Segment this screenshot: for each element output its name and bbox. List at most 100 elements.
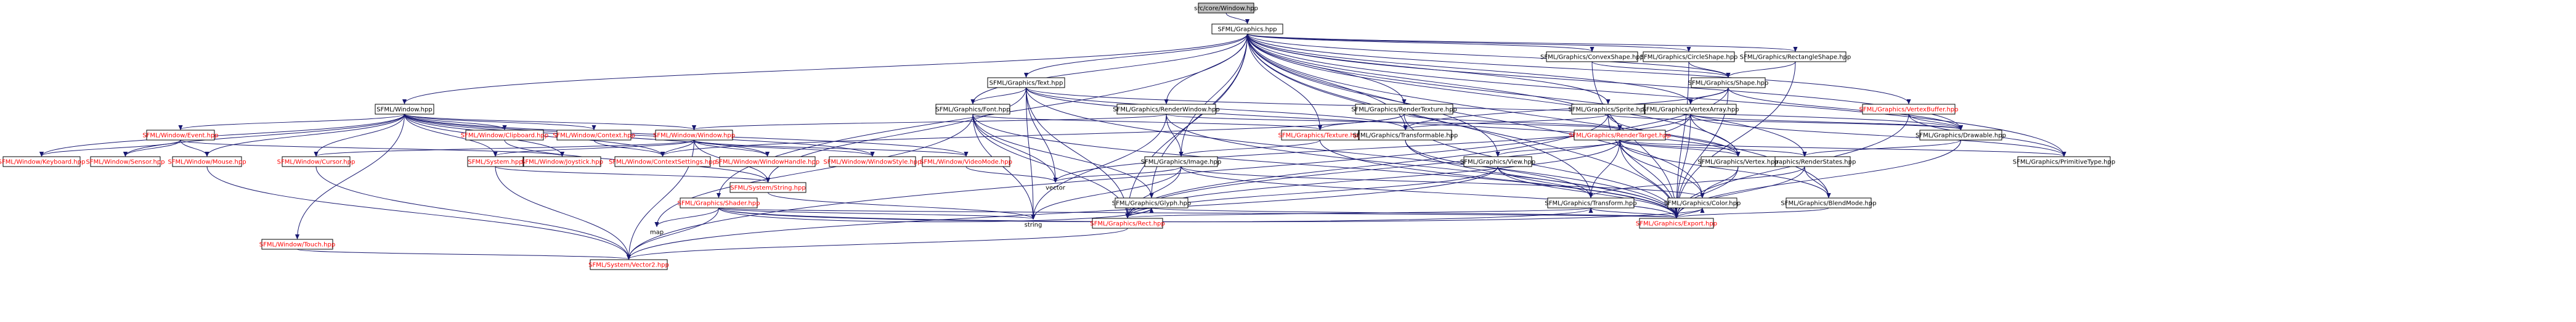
node-blendmode[interactable]: SFML/Graphics/BlendMode.hpp	[1781, 197, 1877, 208]
edge-rendertarget-to-renderstates	[1619, 139, 1805, 156]
node-box	[2, 156, 81, 167]
node-string[interactable]: string	[1025, 222, 1042, 229]
node-label: SFML/System.hpp	[468, 159, 522, 166]
node-text[interactable]: SFML/Graphics/Text.hpp	[987, 77, 1065, 88]
edge-text-to-string	[1026, 87, 1034, 219]
node-sensor[interactable]: SFML/Window/Sensor.hpp	[86, 156, 165, 167]
edge-graphics-to-rectshape	[1247, 33, 1796, 51]
edge-sysstring-to-string	[768, 192, 1034, 219]
node-clipboard[interactable]: SFML/Window/Clipboard.hpp	[461, 130, 548, 141]
edge-graphics-to-convexshape	[1247, 33, 1593, 51]
edge-rendertexture-to-contextsettings	[663, 114, 1405, 156]
edge-shader-to-string	[718, 207, 1034, 219]
edge-drawable-to-renderstates	[1805, 139, 1961, 156]
node-label: vector	[1046, 185, 1066, 192]
node-box	[1744, 51, 1847, 62]
node-sysstring[interactable]: SFML/System/String.hpp	[729, 182, 807, 193]
node-transform[interactable]: SFML/Graphics/Transform.hpp	[1545, 197, 1637, 208]
edge-vertex-to-color	[1702, 166, 1739, 197]
node-texture[interactable]: SFML/Graphics/Texture.hpp	[1278, 130, 1362, 141]
edge-graphics-to-window	[405, 33, 1248, 104]
node-windowstyle[interactable]: SFML/Window/WindowStyle.hpp	[823, 156, 922, 167]
edge-vertexarray-to-vertex	[1690, 114, 1738, 156]
node-circleshape[interactable]: SFML/Graphics/CircleShape.hpp	[1640, 51, 1738, 62]
edge-graphics-to-text	[1026, 33, 1248, 77]
node-shader[interactable]: SFML/Graphics/Shader.hpp	[678, 197, 760, 208]
node-box	[729, 182, 807, 193]
edge-window-to-windowstyle	[404, 114, 873, 156]
edge-graphics-to-primitivetype	[1247, 33, 2065, 156]
node-wwindow[interactable]: SFML/Window/Window.hpp	[653, 130, 735, 141]
node-box	[1786, 197, 1872, 208]
node-label: SFML/Window/VideoMode.hpp	[920, 159, 1012, 166]
node-renderwindow[interactable]: SFML/Graphics/RenderWindow.hpp	[1113, 104, 1220, 115]
node-videomode[interactable]: SFML/Window/VideoMode.hpp	[920, 156, 1012, 167]
node-label: SFML/Window/Window.hpp	[653, 133, 735, 139]
node-window[interactable]: SFML/Window.hpp	[375, 104, 434, 115]
node-vertexarray[interactable]: SFML/Graphics/VertexArray.hpp	[1642, 104, 1739, 115]
node-box	[590, 259, 668, 270]
edge-font-to-map	[657, 114, 973, 226]
edge-transform-to-export	[1590, 207, 1676, 218]
node-font[interactable]: SFML/Graphics/Font.hpp	[935, 104, 1010, 115]
edge-font-to-vector	[972, 114, 1055, 182]
node-export[interactable]: SFML/Graphics/Export.hpp	[1636, 218, 1717, 229]
edge-shader-to-vector2	[629, 207, 719, 259]
node-label: string	[1025, 222, 1042, 229]
node-sprite[interactable]: SFML/Graphics/Sprite.hpp	[1568, 104, 1648, 115]
node-event[interactable]: SFML/Window/Event.hpp	[142, 130, 219, 141]
edge-rendertarget-to-transform	[1591, 139, 1620, 197]
node-label: SFML/Window.hpp	[376, 107, 432, 114]
edge-vertexarray-to-primitivetype	[1690, 114, 2064, 156]
edge-event-to-sensor	[126, 139, 181, 156]
edge-image-to-color	[1180, 166, 1702, 197]
node-rendertarget[interactable]: SFML/Graphics/RenderTarget.hpp	[1569, 130, 1671, 141]
node-primitivetype[interactable]: SFML/Graphics/PrimitiveType.hpp	[2013, 156, 2115, 167]
node-touch[interactable]: SFML/Window/Touch.hpp	[259, 239, 335, 250]
node-transformable[interactable]: SFML/Graphics/Transformable.hpp	[1353, 130, 1458, 141]
node-joystick[interactable]: SFML/Window/Joystick.hpp	[521, 156, 603, 167]
node-drawable[interactable]: SFML/Graphics/Drawable.hpp	[1916, 130, 2006, 141]
node-view[interactable]: SFML/Graphics/View.hpp	[1460, 156, 1535, 167]
node-mouse[interactable]: SFML/Window/Mouse.hpp	[168, 156, 246, 167]
node-box	[1463, 156, 1532, 167]
node-box	[935, 104, 1010, 115]
node-vertex[interactable]: SFML/Graphics/Vertex.hpp	[1697, 156, 1779, 167]
edge-renderstates-to-transform	[1591, 166, 1805, 197]
node-box	[465, 130, 544, 141]
edge-renderwindow-to-image	[1166, 114, 1181, 156]
edge-graphics-to-circleshape	[1247, 33, 1689, 51]
node-context[interactable]: SFML/Window/Context.hpp	[553, 130, 635, 141]
node-shape[interactable]: SFML/Graphics/Shape.hpp	[1688, 77, 1769, 88]
edge-rendertarget-to-vertex	[1619, 139, 1738, 156]
node-box	[922, 156, 1010, 167]
node-label: SFML/Graphics/RenderStates.hpp	[1753, 159, 1856, 166]
node-image[interactable]: SFML/Graphics/Image.hpp	[1141, 156, 1222, 167]
edge-image-to-export	[1180, 166, 1676, 218]
node-vector[interactable]: vector	[1046, 185, 1066, 192]
node-windowhandle[interactable]: SFML/Window/WindowHandle.hpp	[715, 156, 819, 167]
node-color[interactable]: SFML/Graphics/Color.hpp	[1664, 197, 1741, 208]
node-glyph[interactable]: SFML/Graphics/Glyph.hpp	[1112, 197, 1192, 208]
node-box	[2017, 156, 2111, 167]
node-graphics[interactable]: SFML/Graphics.hpp	[1211, 23, 1283, 35]
node-rendertexture[interactable]: SFML/Graphics/RenderTexture.hpp	[1351, 104, 1457, 115]
edge-graphics-to-rendertarget	[1247, 33, 1620, 130]
node-box	[1198, 2, 1254, 14]
edge-window-to-system	[404, 114, 496, 156]
edge-vertexarray-to-vector	[1055, 114, 1691, 182]
node-keyboard[interactable]: SFML/Window/Keyboard.hpp	[0, 156, 85, 167]
node-rect[interactable]: SFML/Graphics/Rect.hpp	[1090, 218, 1165, 229]
edge-window-to-sensor	[126, 114, 405, 156]
node-vector2[interactable]: SFML/System/Vector2.hpp	[588, 259, 669, 270]
node-vertexbuffer[interactable]: SFML/Graphics/VertexBuffer.hpp	[1859, 104, 1959, 115]
node-cursor[interactable]: SFML/Window/Cursor.hpp	[277, 156, 356, 167]
node-contextsettings[interactable]: SFML/Window/ContextSettings.hpp	[609, 156, 717, 167]
edge-graphics-to-transform	[1247, 33, 1591, 197]
node-label: SFML/Window/ContextSettings.hpp	[609, 159, 717, 166]
node-convexshape[interactable]: SFML/Graphics/ConvexShape.hpp	[1540, 51, 1644, 62]
node-system[interactable]: SFML/System.hpp	[467, 156, 524, 167]
node-label: SFML/Graphics/Drawable.hpp	[1916, 133, 2006, 139]
node-rectshape[interactable]: SFML/Graphics/RectangleShape.hpp	[1740, 51, 1851, 62]
node-map[interactable]: map	[650, 229, 664, 236]
